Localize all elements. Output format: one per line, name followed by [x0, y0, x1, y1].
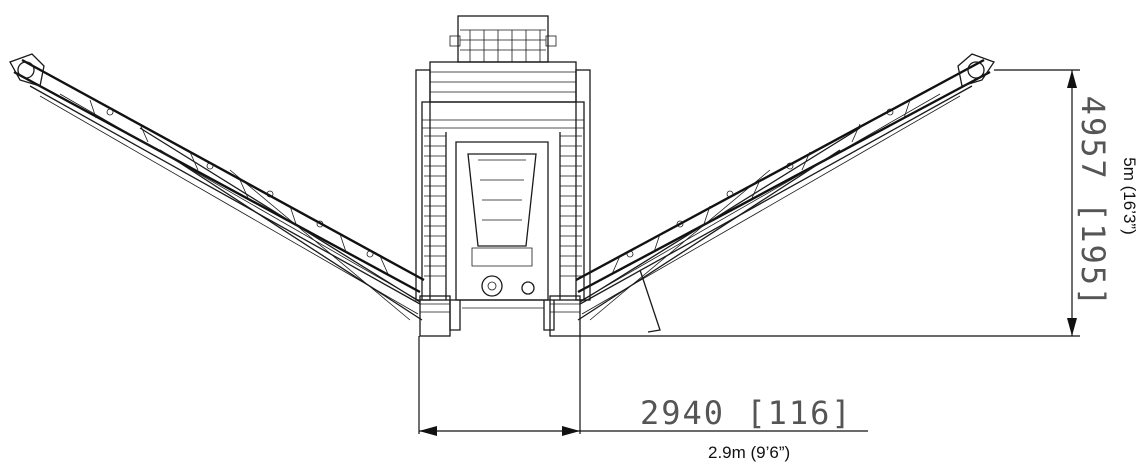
height-dimension: 4957 [195] 5m (16’3”): [580, 69, 1139, 337]
width-dimension: 2940 [116] 2.9m (9’6”): [418, 336, 868, 462]
left-conveyor: [9, 53, 425, 321]
central-unit: [415, 15, 591, 337]
height-label: 5m (16’3”): [1120, 157, 1139, 234]
width-label: 2.9m (9’6”): [708, 443, 790, 462]
width-arrow-right: [562, 426, 580, 436]
height-arrow-bottom: [1067, 318, 1077, 336]
right-conveyor: [575, 53, 995, 333]
width-cad-value: 2940 [116]: [640, 394, 853, 432]
width-arrow-left: [419, 426, 437, 436]
height-arrow-top: [1067, 70, 1077, 88]
height-cad-value: 4957 [195]: [1074, 96, 1112, 309]
